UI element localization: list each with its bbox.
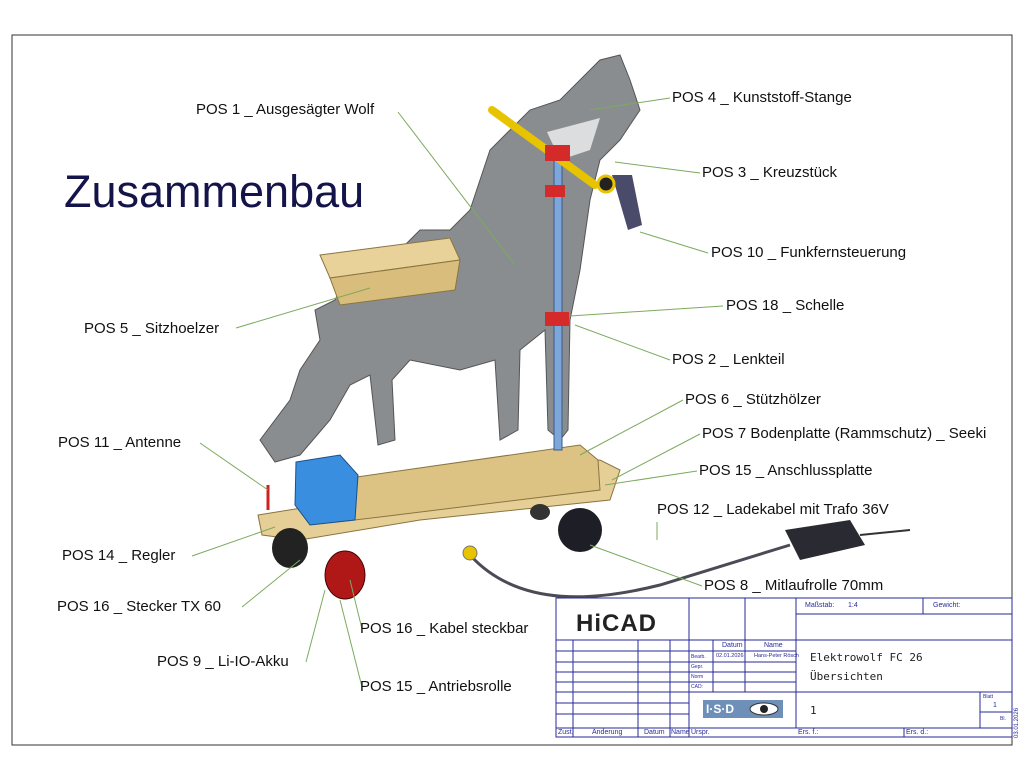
caster-wheel — [530, 504, 550, 520]
gepr-label: Gepr. — [691, 664, 704, 670]
charging-cable — [468, 543, 791, 599]
bearb-name: Hans-Peter Rösch — [754, 653, 799, 659]
label-pos-5: POS 5 _ Sitzhoelzer — [84, 320, 220, 337]
bl-label: Bl. — [1000, 716, 1006, 722]
name-header: Name — [764, 642, 783, 649]
label-pos-9: POS 9 _ Li-IO-Akku — [157, 653, 289, 670]
gewicht-label: Gewicht: — [933, 602, 961, 609]
label-pos-2: POS 2 _ Lenkteil — [672, 351, 785, 368]
label-pos-10: POS 10 _ Funkfernsteuerung — [711, 244, 907, 261]
datum-header: Datum — [722, 642, 743, 649]
name-label: Name — [671, 729, 690, 736]
bar-end-cap — [596, 174, 616, 194]
massstab-label: Maßstab: — [805, 602, 835, 609]
clamp — [545, 312, 569, 326]
transformer — [785, 520, 865, 560]
label-pos-7: POS 7 Bodenplatte (Rammschutz) _ Seeki — [702, 425, 987, 442]
label-pos-12: POS 12 _ Ladekabel mit Trafo 36V — [657, 501, 889, 518]
isd-logo: I·S·D — [706, 702, 734, 716]
blatt-label: Blatt — [983, 694, 994, 700]
zust-label: Zust. — [558, 729, 574, 736]
urspr-label: Urspr. — [691, 729, 710, 736]
drawing-number: 1 — [810, 704, 817, 717]
bearb-date: 02.01.2026 — [716, 653, 744, 659]
blatt-value: 1 — [993, 702, 997, 709]
label-pos-16-cable: POS 16 _ Kabel steckbar — [360, 620, 529, 637]
label-pos-1: POS 1 _ Ausgesägter Wolf — [196, 101, 375, 118]
remote-control — [612, 175, 642, 230]
label-pos-3: POS 3 _ Kreuzstück — [702, 164, 838, 181]
ers-f-label: Ers. f.: — [798, 729, 819, 736]
battery-box — [294, 454, 359, 526]
eye-pupil-icon — [760, 705, 768, 713]
cross-piece — [545, 145, 570, 161]
seat-block — [319, 237, 461, 306]
ers-d-label: Ers. d.: — [906, 729, 929, 736]
label-pos-16-plug: POS 16 _ Stecker TX 60 — [57, 598, 221, 615]
cable-plug — [462, 545, 478, 561]
side-date: 03.01.2026 — [1014, 707, 1020, 738]
label-pos-18: POS 18 _ Schelle — [726, 297, 845, 314]
massstab-value: 1:4 — [848, 602, 858, 609]
label-pos-15-drive: POS 15 _ Antriebsrolle — [360, 678, 512, 695]
bearb-label: Bearb. — [691, 654, 706, 660]
leader-lines — [191, 97, 724, 688]
drawing-frame — [11, 34, 1013, 746]
datum-label: Datum — [644, 729, 665, 736]
label-pos-6: POS 6 _ Stützhölzer — [685, 391, 821, 408]
plastic-bar — [488, 106, 599, 189]
drawing-title: Elektrowolf FC 26 — [810, 651, 923, 664]
norm-label: Norm — [691, 674, 704, 680]
clamp — [545, 185, 565, 197]
aenderung-label: Änderung — [592, 729, 623, 736]
caster-wheel — [558, 508, 602, 552]
label-pos-14: POS 14 _ Regler — [62, 547, 176, 564]
label-pos-8: POS 8 _ Mitlaufrolle 70mm — [704, 577, 884, 594]
cad-label: CAD: — [691, 684, 703, 690]
label-pos-15-plate: POS 15 _ Anschlussplatte — [699, 462, 873, 479]
page-title: Zusammenbau — [64, 166, 365, 217]
drawing-subtitle: Übersichten — [810, 670, 883, 683]
label-pos-11: POS 11 _ Antenne — [58, 434, 182, 451]
power-cord — [859, 529, 911, 536]
label-pos-4: POS 4 _ Kunststoff-Stange — [672, 89, 852, 106]
drive-wheel — [272, 528, 308, 568]
hicad-logo: HiCAD — [576, 610, 657, 637]
title-block-grid — [555, 597, 1013, 738]
drive-wheel — [324, 550, 366, 600]
